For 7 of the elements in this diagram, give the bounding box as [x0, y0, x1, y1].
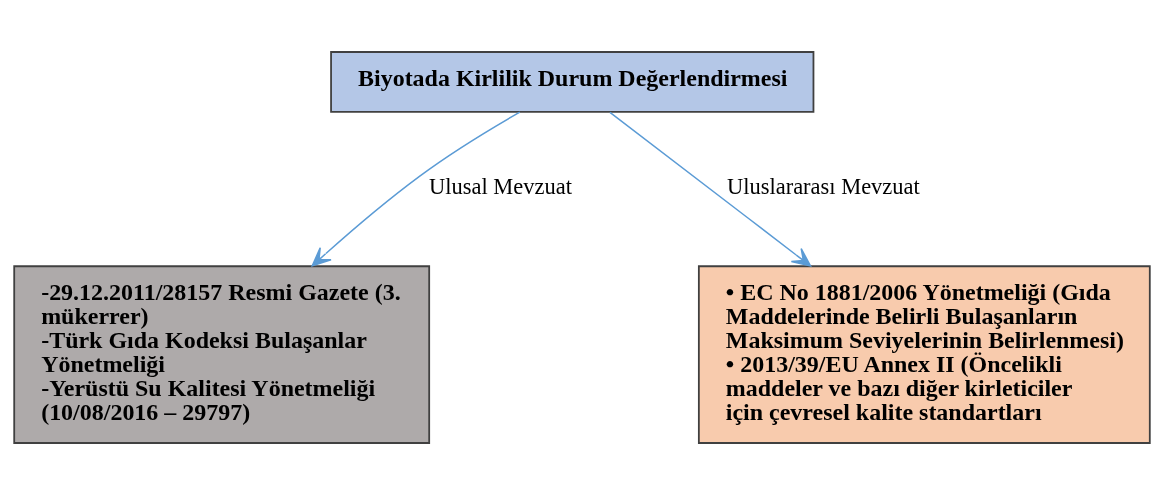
edge-label: Ulusal Mevzuat — [429, 173, 572, 199]
arrow — [311, 110, 521, 267]
node-box: Biyotada Kirlilik Durum Değerlendirmesi — [330, 50, 815, 113]
node-box: -29.12.2011/28157 Resmi Gazete (3. mükerrer) -Türk Gıda Kodeksi Bulaşanlar Yönetmeliği -Yerüstü Su Kalitesi Yönetmeliği (10/08/2016 – 29797) — [13, 264, 431, 444]
node-box: • EC No 1881/2006 Yönetmeliği (Gıda Maddelerinde Belirli Bulaşanların Maksimum Seviyelerinin Belirlenmesi) • 2013/39/EU Annex II (Öncelikli maddeler ve bazı diğer kirleticiler için çevresel kalite standartları — [697, 264, 1151, 444]
arrow — [609, 111, 812, 267]
edge-label: Uluslararası Mevzuat — [726, 173, 920, 199]
